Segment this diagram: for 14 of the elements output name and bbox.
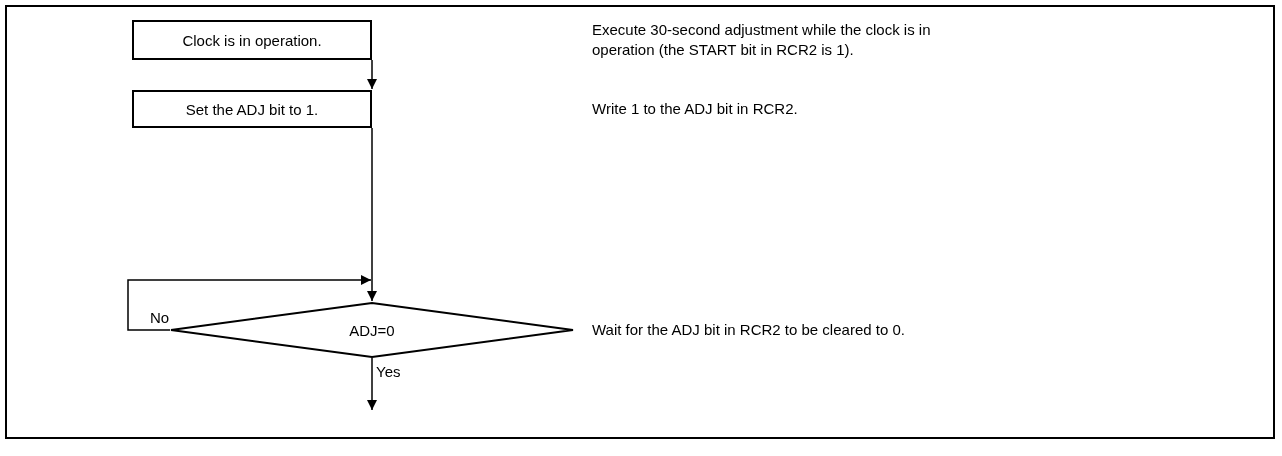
step-note: Wait for the ADJ bit in RCR2 to be cleared to 0. bbox=[592, 320, 906, 340]
process-text: Clock is in operation. bbox=[182, 31, 322, 49]
edge-label: Yes bbox=[376, 364, 401, 380]
arrow bbox=[367, 357, 377, 411]
decision-text: ADJ=0 bbox=[349, 321, 395, 339]
arrow bbox=[127, 275, 372, 331]
step-note: Execute 30-second adjustment while the clock is in operation (the START bit in RCR2 is 1). bbox=[592, 20, 932, 60]
step-note: Write 1 to the ADJ bit in RCR2. bbox=[592, 99, 799, 119]
process-box bbox=[132, 90, 372, 128]
arrow bbox=[367, 127, 377, 302]
arrow bbox=[367, 59, 377, 90]
process-text: Set the ADJ bit to 1. bbox=[185, 100, 319, 118]
process-box bbox=[132, 20, 372, 60]
edge-label: No bbox=[150, 310, 170, 326]
